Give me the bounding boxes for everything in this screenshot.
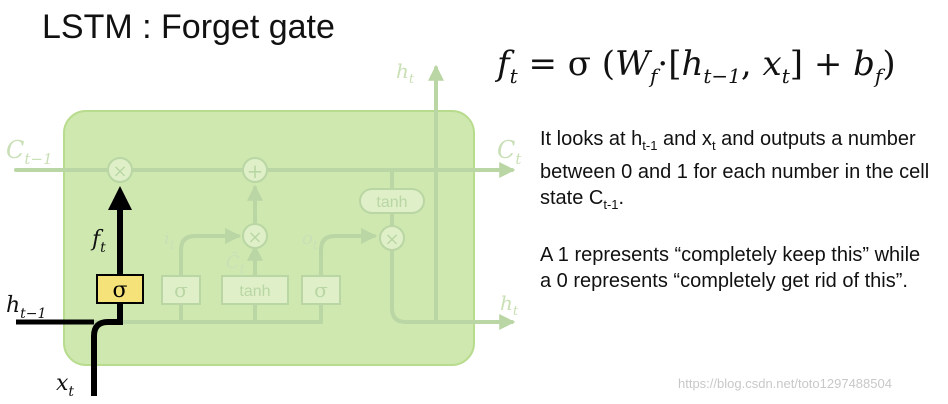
pointwise-add: + (242, 157, 268, 183)
label-h-top: ht (396, 59, 415, 87)
label-i: it (164, 228, 175, 252)
description-paragraph-2: A 1 represents “completely keep this” wh… (540, 244, 921, 292)
pointwise-multiply-forget: × (107, 157, 133, 183)
tanh-label: tanh (376, 194, 407, 211)
pointwise-tanh: tanh (359, 188, 425, 214)
multiply-symbol: × (112, 161, 127, 182)
input-gate-layer: σ (161, 275, 201, 305)
multiply-symbol: × (247, 227, 262, 248)
slide-title: LSTM : Forget gate (42, 8, 335, 46)
plus-symbol: + (247, 159, 264, 183)
label-x-in: xt (56, 371, 74, 400)
tanh-label: tanh (239, 283, 270, 300)
label-c-prev: Ct−1 (6, 136, 53, 168)
lstm-cell-body (63, 110, 475, 366)
cell-flow-lines (14, 64, 516, 330)
watermark: https://blog.csdn.net/toto1297488504 (678, 376, 892, 391)
sigma-symbol: σ (314, 278, 328, 302)
description-paragraph-1: It looks at ht-1 and xt and outputs a nu… (540, 128, 930, 212)
forget-gate-path (16, 208, 123, 396)
pointwise-multiply-input: × (242, 223, 268, 249)
label-c-tilde: C̃t (226, 251, 245, 276)
label-h-next: ht (500, 291, 519, 319)
output-gate-layer: σ (301, 275, 341, 305)
multiply-symbol: × (384, 229, 399, 250)
label-o: ot (302, 228, 318, 252)
label-h-prev: ht−1 (6, 293, 46, 322)
forget-arrowhead (108, 186, 132, 210)
candidate-layer: tanh (221, 275, 289, 305)
sigma-symbol: σ (174, 278, 188, 302)
sigma-symbol: σ (112, 278, 127, 303)
forget-gate-equation: ft = σ (Wf·[ht−1, xt] + bf) (497, 44, 896, 88)
pointwise-multiply-output: × (379, 225, 405, 251)
label-c-next: Ct (497, 136, 522, 168)
forget-gate-layer: σ (96, 274, 144, 304)
